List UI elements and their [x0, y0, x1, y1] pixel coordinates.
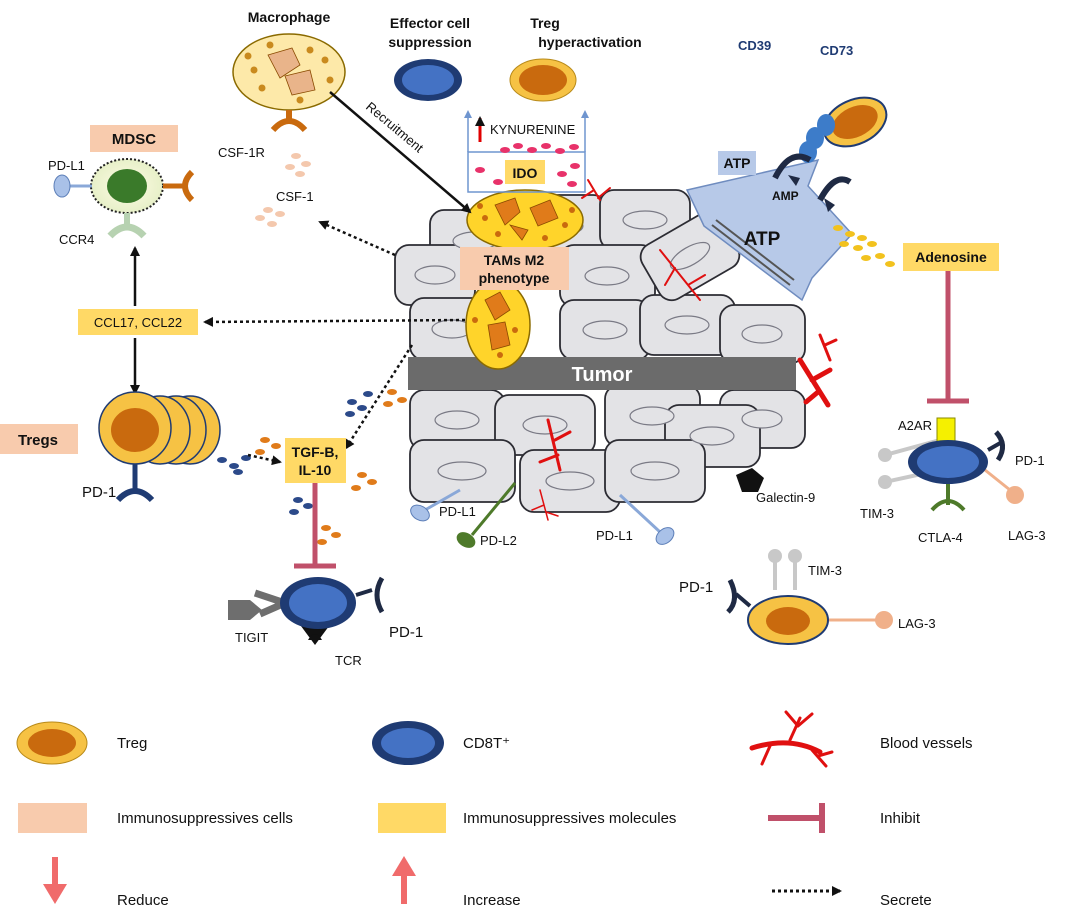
legend-cd8-icon	[372, 721, 444, 765]
tumor-label: Tumor	[572, 364, 633, 386]
tams-label-line1: TAMs M2	[484, 252, 545, 268]
pdl1-left-label: PD-L1	[439, 504, 476, 519]
tumor-bar	[408, 357, 796, 390]
tcr-label: TCR	[335, 653, 362, 668]
recruitment-arrow	[329, 91, 472, 214]
cd8-checkpoint-cell-right	[878, 417, 1024, 512]
cd39-cd73-enzyme-cell	[772, 96, 888, 212]
adenosine-label-box	[903, 243, 999, 271]
legend-treg-label: Treg	[117, 735, 147, 752]
ccr4-label: CCR4	[59, 232, 94, 247]
atp-small-label: ATP	[724, 155, 751, 171]
legend-suppressive-cells-label: Immunosuppressives cells	[117, 810, 293, 827]
pd1-treg2-label: PD-1	[679, 579, 713, 596]
atp-efflux-arrow: ATP	[685, 158, 854, 302]
mdsc-cell	[53, 158, 195, 239]
ccl-secrete-arrow	[203, 316, 466, 327]
tam-secrete-arrow	[344, 344, 414, 450]
tgfb-label-line1: TGF-B,	[292, 444, 339, 460]
pd1-cd8-label: PD-1	[389, 624, 423, 641]
treg-hyper-icon	[509, 58, 577, 102]
treg-checkpoint-cell	[726, 549, 893, 645]
galectin9-label: Galectin-9	[756, 490, 815, 505]
atp-big-label: ATP	[744, 229, 781, 250]
macrophage-cell	[232, 33, 346, 133]
pd1-right-label: PD-1	[1015, 453, 1045, 468]
treg-hyper-line2: hyperactivation	[538, 34, 641, 50]
adenosine-molecules	[833, 225, 895, 267]
legend-suppressive-molecules-swatch	[378, 803, 446, 833]
pdl2-label: PD-L2	[480, 533, 517, 548]
treg-secrete-arrow	[247, 453, 282, 466]
legend-increase-label: Increase	[463, 892, 521, 909]
tgfb-inhibit	[294, 483, 336, 569]
pdl1-right-label: PD-L1	[596, 528, 633, 543]
cd39-label: CD39	[738, 38, 771, 53]
atp-small-box	[718, 151, 756, 175]
tams-label-box	[460, 247, 569, 290]
legend-suppressive-cells-swatch	[18, 803, 87, 833]
legend-treg-icon	[16, 721, 88, 765]
tregs-cells	[98, 391, 221, 503]
adenosine-label: Adenosine	[915, 249, 987, 265]
adenosine-inhibit	[927, 271, 969, 404]
legend-suppressive-molecules-label: Immunosuppressives molecules	[463, 810, 676, 827]
pdl1-mdsc-label: PD-L1	[48, 158, 85, 173]
ido-label: IDO	[513, 165, 538, 181]
effector-suppression-line1: Effector cell	[390, 15, 470, 31]
cytokine-molecules	[217, 389, 407, 545]
ccl-label: CCL17, CCL22	[94, 315, 182, 330]
effector-suppression-line2: suppression	[388, 34, 471, 50]
tim3-treg2-label: TIM-3	[808, 563, 842, 578]
legend: Treg CD8T⁺ Blood vessels Immunosuppressi…	[16, 710, 973, 909]
legend-secrete-label: Secrete	[880, 892, 932, 909]
legend-blood-vessel-icon	[749, 710, 834, 768]
cd73-label: CD73	[820, 43, 853, 58]
mdsc-label-box	[90, 125, 178, 152]
tumor-ligands	[410, 468, 764, 548]
tumor-cell-nuclei	[414, 210, 783, 491]
lag3-treg2-label: LAG-3	[898, 616, 936, 631]
ccl-label-box	[78, 309, 198, 335]
legend-reduce-arrow-icon	[43, 857, 67, 904]
legend-inhibit-icon	[768, 803, 825, 833]
legend-blood-vessels-label: Blood vessels	[880, 735, 973, 752]
tigit-label: TIGIT	[235, 630, 268, 645]
tim3-right-label: TIM-3	[860, 506, 894, 521]
ctla4-label: CTLA-4	[918, 530, 963, 545]
mdsc-label: MDSC	[112, 131, 156, 148]
a2ar-label: A2AR	[898, 418, 932, 433]
legend-increase-arrow-icon	[392, 856, 416, 904]
treg-hyper-line1: Treg	[530, 15, 560, 31]
tgfb-label-box	[285, 438, 346, 483]
legend-cd8-label: CD8T⁺	[463, 735, 510, 752]
csf1-secrete-arrow	[318, 220, 396, 257]
effector-cell-icon	[394, 59, 462, 101]
pd1-treg-label: PD-1	[82, 484, 116, 501]
kynurenine-label: KYNURENINE	[490, 122, 576, 137]
ido-label-box	[505, 160, 545, 184]
tams-label-line2: phenotype	[479, 270, 550, 286]
lag3-right-label: LAG-3	[1008, 528, 1046, 543]
csf1-molecules	[255, 153, 311, 227]
legend-reduce-label: Reduce	[117, 892, 169, 909]
tregs-label: Tregs	[18, 432, 58, 449]
tam-m2-cell	[465, 189, 584, 370]
csf1r-label: CSF-1R	[218, 145, 265, 160]
legend-inhibit-label: Inhibit	[880, 810, 921, 827]
amp-label: AMP	[772, 189, 799, 203]
ido-kynurenine-box	[464, 110, 589, 193]
macrophage-label: Macrophage	[248, 9, 331, 25]
cd8-cell-bottom	[228, 576, 385, 645]
tregs-label-box	[0, 424, 78, 454]
tgfb-label-line2: IL-10	[299, 462, 332, 478]
tumor-blood-vessels	[531, 179, 838, 521]
csf1-label: CSF-1	[276, 189, 314, 204]
